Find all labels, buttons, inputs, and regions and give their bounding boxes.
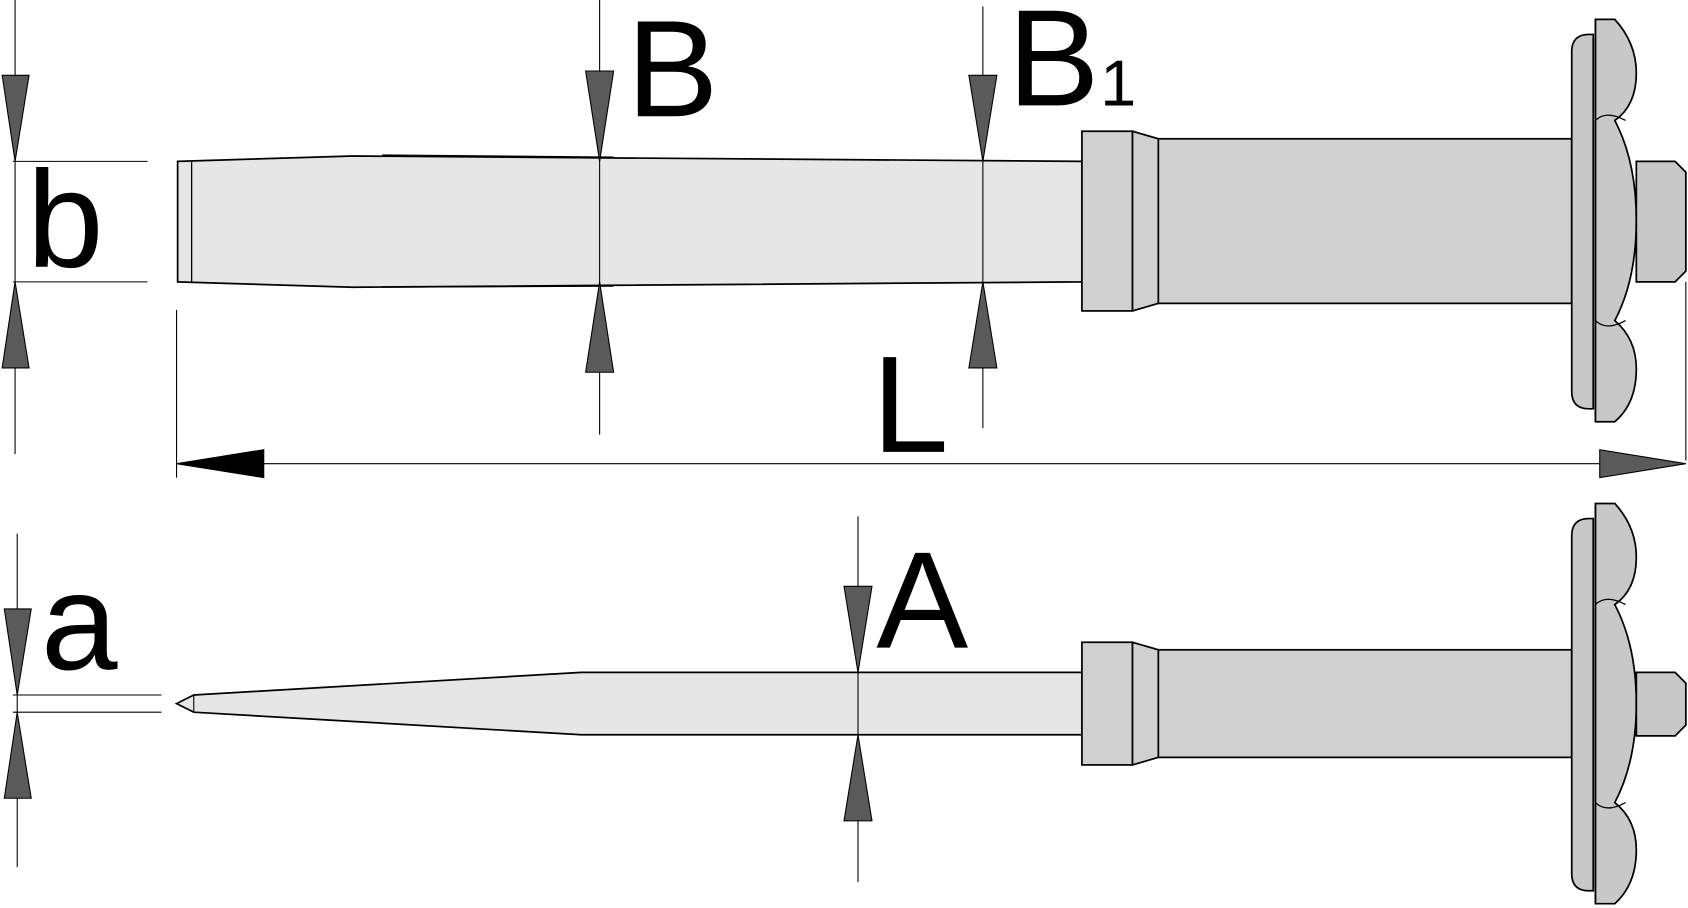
bottom-end-knob bbox=[1635, 671, 1687, 737]
top-guard-plate bbox=[1570, 33, 1595, 410]
bottom-guard-plate bbox=[1570, 517, 1595, 892]
top-guard-seam-1 bbox=[1594, 114, 1626, 122]
dim-B1-arrow-top bbox=[968, 74, 998, 162]
top-blade-bevel-top bbox=[382, 154, 614, 158]
bottom-handle bbox=[1157, 648, 1573, 759]
dimension-b: b bbox=[1, 0, 148, 454]
bottom-guard-seam-1 bbox=[1594, 598, 1626, 606]
bottom-chisel-view bbox=[174, 502, 1687, 905]
bottom-ferrule bbox=[1081, 641, 1134, 766]
dim-B1-arrow-bottom bbox=[968, 281, 998, 369]
dim-b-arrow-top bbox=[1, 74, 30, 162]
label-B1-subscript: 1 bbox=[1100, 47, 1136, 119]
dim-A-arrow-bottom bbox=[843, 734, 873, 822]
bottom-guard-seam-2 bbox=[1594, 802, 1626, 809]
dimension-B: B bbox=[585, 0, 719, 435]
dimension-L: L bbox=[176, 281, 1687, 482]
label-a: a bbox=[41, 545, 118, 699]
top-ferrule-taper bbox=[1131, 130, 1160, 313]
top-guard-scallops bbox=[1594, 18, 1638, 423]
label-b: b bbox=[27, 143, 104, 297]
dim-B-arrow-bottom bbox=[585, 281, 615, 373]
dimension-A: A bbox=[843, 516, 968, 883]
top-chisel-view bbox=[176, 18, 1687, 423]
label-B: B bbox=[627, 0, 719, 146]
top-handle bbox=[1157, 137, 1573, 305]
dim-L-arrow-right bbox=[1599, 449, 1686, 479]
dim-B-arrow-top bbox=[585, 70, 615, 162]
dimension-a: a bbox=[3, 533, 162, 868]
top-ferrule bbox=[1081, 130, 1134, 312]
dimension-B1: B 1 bbox=[968, 0, 1136, 429]
dim-b-arrow-bottom bbox=[1, 281, 30, 369]
top-blade-bevel-bottom bbox=[382, 285, 614, 288]
label-L: L bbox=[872, 328, 949, 482]
top-blade bbox=[176, 155, 1083, 289]
bottom-ferrule-taper bbox=[1131, 641, 1160, 767]
dim-A-arrow-top bbox=[843, 585, 873, 673]
top-guard-seam-2 bbox=[1594, 320, 1626, 327]
dim-a-arrow-bottom bbox=[3, 712, 32, 799]
dim-a-arrow-top bbox=[3, 608, 32, 696]
label-B1: B bbox=[1008, 0, 1100, 135]
label-A: A bbox=[876, 524, 968, 678]
top-end-knob bbox=[1635, 160, 1687, 283]
bottom-guard-scallops bbox=[1594, 502, 1638, 905]
bottom-blade bbox=[174, 671, 1083, 736]
dim-L-arrow-left bbox=[176, 449, 265, 479]
